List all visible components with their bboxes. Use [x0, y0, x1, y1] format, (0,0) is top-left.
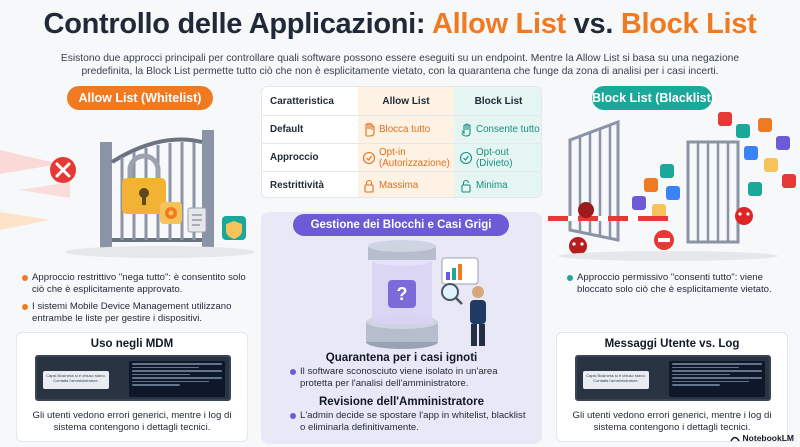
unlock-icon — [461, 179, 471, 193]
gear-icon — [160, 202, 182, 224]
title-block: Block List — [620, 8, 757, 40]
system-log-panel — [669, 361, 765, 397]
check-circle-icon — [459, 151, 473, 165]
mdm-card-title: Uso negli MDM — [90, 338, 174, 350]
table-header-row: Caratteristica Allow List Block List — [262, 87, 541, 115]
table-row: Restrittività Massima Minima — [262, 171, 541, 197]
mdm-card-desc: Gli utenti vedono errori generici, mentr… — [32, 410, 232, 433]
mdm-card: Uso negli MDM Capsi Business si è chiuso… — [16, 332, 248, 442]
row-label: Restrittività — [270, 180, 324, 191]
row-label: Default — [270, 124, 304, 135]
padlock-icon — [122, 153, 166, 214]
allow-list-pill: Allow List (Whitelist) — [67, 86, 213, 110]
quarantine-desc: Il software sconosciuto viene isolato in… — [290, 366, 530, 390]
monitor-screen: Capsi Business si è chiuso stano. Contat… — [35, 355, 231, 401]
header-block: Block List — [474, 95, 523, 107]
hand-stop-icon — [365, 123, 375, 137]
closed-gate-illustration — [0, 112, 255, 262]
notebooklm-logo: NotebookLM — [729, 433, 794, 443]
unknown-software-icon: ? — [388, 280, 416, 308]
monitor-screen: Capsi Business si è chiuso stano. Contat… — [575, 355, 771, 401]
app-icons — [632, 112, 796, 218]
hand-open-icon — [461, 123, 471, 137]
table-row: Approccio Opt-in (Autorizzazione) Opt-ou… — [262, 143, 541, 171]
magnifier-icon — [441, 283, 463, 305]
block-value: Opt-out (Divieto) — [476, 147, 513, 169]
block-bullets: Approccio permissivo "consenti tutto": v… — [567, 272, 787, 301]
allow-value: Blocca tutto — [379, 124, 431, 135]
log-card-title: Messaggi Utente vs. Log — [604, 338, 740, 350]
shield-icon — [222, 216, 246, 240]
title-allow: Allow List — [431, 8, 566, 40]
quarantine-illustration: ? — [350, 238, 500, 350]
title-part1: Controllo delle Applicazioni: — [43, 8, 432, 40]
block-value: Consente tutto — [476, 124, 540, 135]
notebooklm-icon — [729, 436, 740, 442]
no-entry-icon — [654, 230, 674, 250]
block-value: Minima — [476, 180, 508, 191]
open-gate-illustration — [548, 112, 800, 262]
check-circle-icon — [362, 151, 376, 165]
document-icon — [187, 207, 207, 233]
allow-value: Opt-in (Autorizzazione) — [379, 147, 450, 169]
title-vs: vs. — [565, 8, 621, 40]
error-dialog: Capsi Business si è chiuso stano. Contat… — [583, 371, 649, 389]
header-feature: Caratteristica — [270, 95, 334, 107]
allow-bullet: Approccio restrittivo "nega tutto": è co… — [22, 272, 247, 296]
svg-text:?: ? — [397, 284, 408, 304]
allow-bullets: Approccio restrittivo "nega tutto": è co… — [22, 272, 247, 330]
log-card: Messaggi Utente vs. Log Capsi Business s… — [556, 332, 788, 442]
lock-icon — [364, 179, 374, 193]
allow-bullet: I sistemi Mobile Device Management utili… — [22, 301, 247, 325]
error-dialog: Capsi Business si è chiuso stano. Contat… — [43, 371, 109, 389]
denied-icon — [50, 157, 76, 183]
malware-icon — [569, 202, 753, 255]
header-allow: Allow List — [382, 95, 430, 107]
admin-figure — [470, 286, 486, 346]
page-subtitle: Esistono due approcci principali per con… — [60, 53, 740, 77]
page-title: Controllo delle Applicazioni: Allow List… — [0, 8, 800, 41]
allow-value: Massima — [379, 180, 419, 191]
review-desc: L'admin decide se spostare l'app in whit… — [290, 410, 530, 434]
comparison-table: Caratteristica Allow List Block List Def… — [261, 86, 542, 198]
row-label: Approccio — [270, 152, 319, 163]
review-title: Revisione dell'Amministratore — [318, 396, 485, 408]
system-log-panel — [129, 361, 225, 397]
table-row: Default Blocca tutto Consente tutto — [262, 115, 541, 143]
block-bullet: Approccio permissivo "consenti tutto": v… — [567, 272, 787, 296]
quarantine-title: Quarantena per i casi ignoti — [325, 352, 478, 364]
log-card-desc: Gli utenti vedono errori generici, mentr… — [572, 410, 772, 433]
block-list-pill: Block List (Blacklist) — [592, 86, 715, 110]
center-pill: Gestione dei Blocchi e Casi Grigi — [293, 214, 509, 236]
